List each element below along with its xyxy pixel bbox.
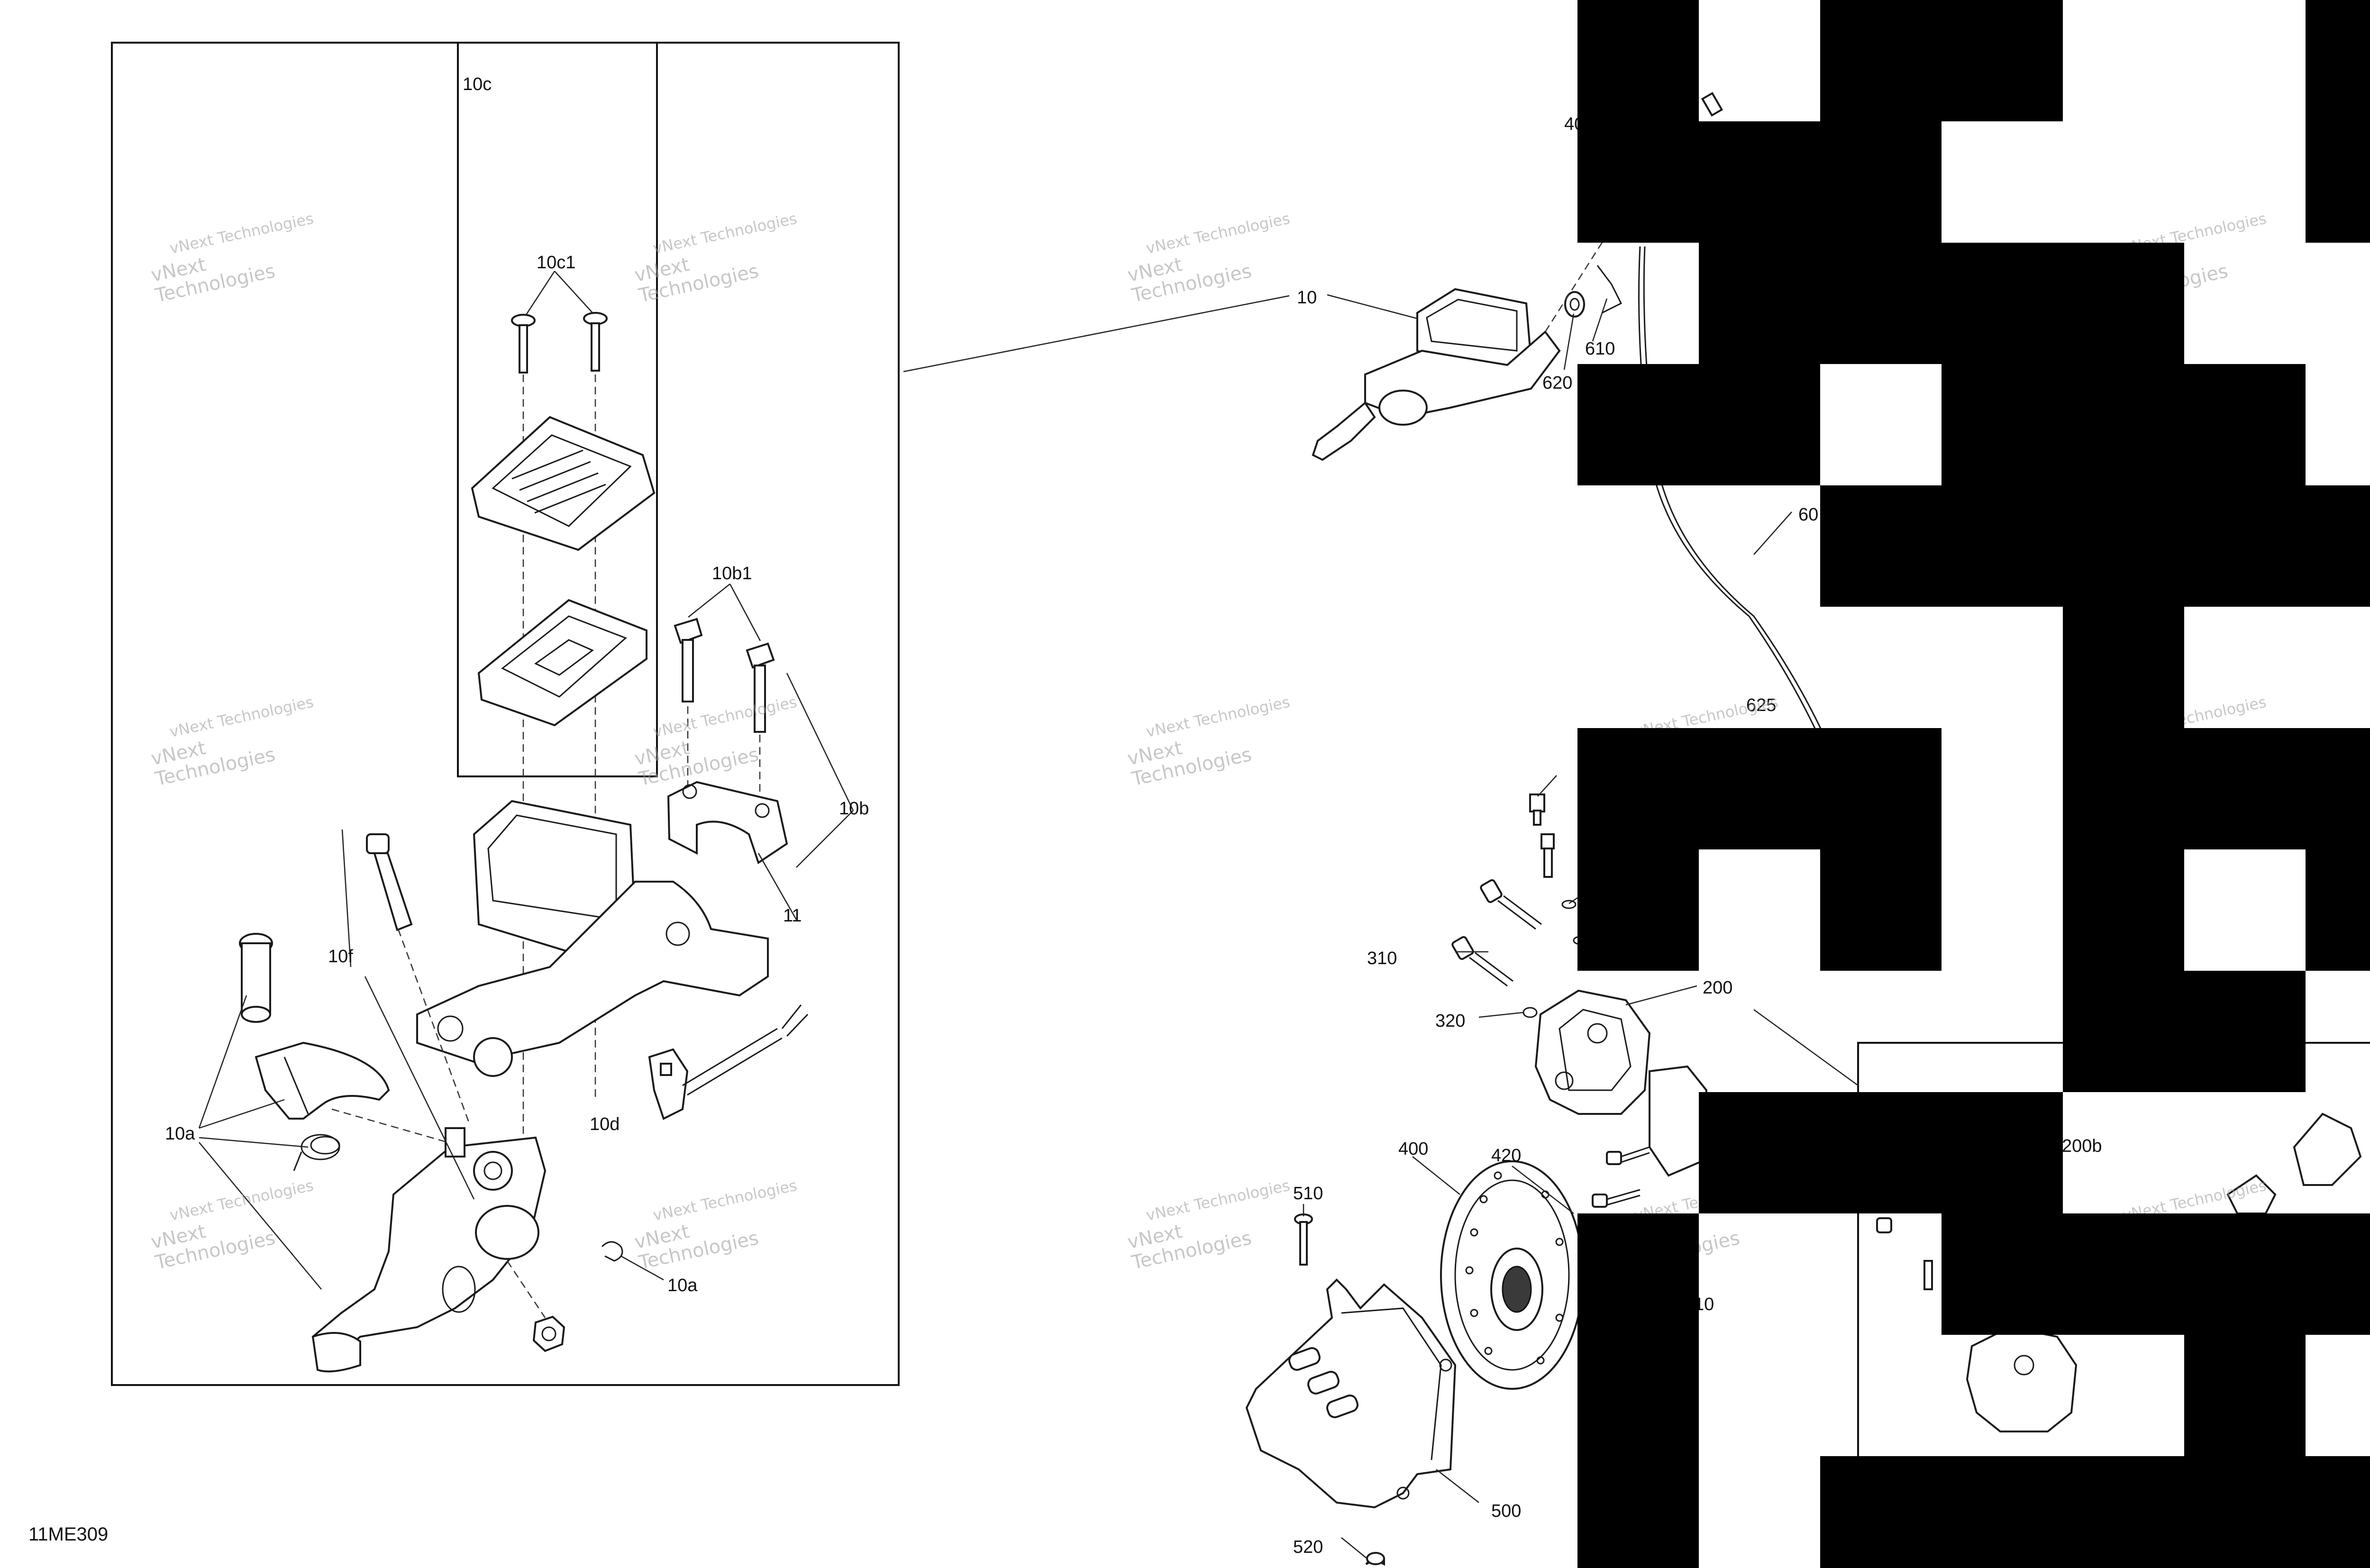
circlip (601, 1241, 623, 1262)
caliper-inset (1966, 1326, 2078, 1432)
caliper-bolt-lower (1451, 936, 1513, 987)
callout-10c: 10c (463, 74, 492, 94)
handlebar-clamp (667, 781, 788, 865)
detail-frame-10c (457, 42, 658, 777)
bleeder-fitting (1540, 833, 1555, 878)
callout-610: 610 (1585, 339, 1615, 359)
callout-320: 320 (1435, 1011, 1465, 1031)
master-cylinder-assembly (1312, 288, 1561, 461)
callout-620: 620 (1542, 373, 1572, 393)
guard-nut-520 (1365, 1552, 1385, 1566)
watermark: vNext Technologies vNextTechnologies (632, 693, 799, 791)
detail-leader-line (903, 295, 1290, 373)
callout-60x: 60 (1798, 505, 1818, 525)
screw-10c1-right (583, 312, 608, 372)
callout-10a-right: 10a (667, 1276, 698, 1295)
washer-320 (1522, 1007, 1538, 1018)
brake-caliper (1534, 989, 1708, 1177)
callout-200: 200 (1703, 978, 1732, 998)
callout-10f: 10f (328, 947, 353, 966)
pivot-pin (239, 933, 273, 1023)
reservoir-cap (471, 416, 656, 551)
callout-10: 10 (1297, 288, 1317, 308)
right-leaders (1303, 294, 1859, 1559)
screw-10c1-left (511, 314, 536, 374)
svg-text:vNextTechnologies: vNextTechnologies (1125, 723, 1254, 791)
watermark: vNext Technologies vNextTechnologies (632, 210, 799, 307)
guard-screw-510 (1294, 1213, 1313, 1266)
svg-text:vNext Technologies: vNext Technologies (651, 1176, 798, 1224)
svg-text:vNextTechnologies: vNextTechnologies (149, 240, 277, 307)
brake-light-switch (648, 1004, 809, 1120)
svg-text:vNextTechnologies: vNextTechnologies (632, 240, 761, 307)
master-cylinder-body (416, 800, 769, 1077)
disc-guard (1245, 1278, 1457, 1509)
callout-500: 500 (1491, 1501, 1521, 1521)
callout-625: 625 (1746, 695, 1776, 715)
reference-code: 11ME309 (28, 1524, 108, 1545)
left-leaders (198, 271, 854, 1290)
callout-10b1: 10b1 (712, 564, 752, 583)
disc-bolt-lower (1592, 1189, 1641, 1208)
callout-310: 310 (1367, 948, 1397, 968)
callout-10b: 10b (839, 799, 869, 819)
lever-bracket (255, 1041, 390, 1120)
callout-11: 11 (783, 906, 802, 926)
svg-text:vNext Technologies: vNext Technologies (168, 693, 315, 741)
svg-text:vNext Technologies: vNext Technologies (1144, 1176, 1291, 1224)
brake-disc (1440, 1160, 1584, 1390)
watermark: vNext Technologies vNextTechnologies (632, 1176, 799, 1274)
svg-text:vNext Technologies: vNext Technologies (1144, 210, 1291, 257)
svg-text:vNext Technologies: vNext Technologies (168, 210, 315, 257)
svg-text:vNextTechnologies: vNextTechnologies (149, 723, 277, 791)
bolt-10b1-right (746, 642, 775, 733)
svg-text:vNext Technologies: vNext Technologies (1144, 693, 1291, 741)
redaction-overlay (1577, 0, 2370, 1568)
callout-520: 520 (1293, 1537, 1323, 1557)
banjo-washer-620 (1564, 291, 1585, 318)
pivot-bolt (366, 833, 413, 931)
callout-labels: 10c 10c1 10b1 10b 11 10f 10a 10d 10a 10 … (28, 74, 2102, 1557)
svg-text:vNextTechnologies: vNextTechnologies (632, 723, 761, 791)
svg-text:vNext Technologies: vNext Technologies (651, 210, 798, 257)
clip-610 (1596, 265, 1623, 314)
callout-10a-left: 10a (165, 1124, 195, 1144)
callout-400: 400 (1398, 1139, 1428, 1159)
watermark: vNext Technologies vNextTechnologies (149, 693, 315, 791)
bolt-10b1-left (674, 618, 703, 702)
disc-bolt-420 (1606, 1146, 1650, 1165)
brake-pads-200b (2226, 1112, 2362, 1214)
caliper-bolt-upper (1480, 879, 1542, 930)
watermark: vNext Technologies vNextTechnologies (1125, 210, 1292, 307)
svg-text:vNextTechnologies: vNextTechnologies (632, 1207, 761, 1274)
callout-420: 420 (1491, 1146, 1521, 1166)
pad-pin-inset (1876, 1217, 1933, 1290)
watermark: vNext Technologies vNextTechnologies (149, 210, 315, 307)
svg-text:vNext Technologies: vNext Technologies (168, 1176, 315, 1224)
lever-spring (293, 1134, 340, 1171)
svg-text:vNext Technologies: vNext Technologies (651, 693, 798, 741)
callout-10c1: 10c1 (537, 253, 575, 273)
callout-10d: 10d (590, 1114, 620, 1134)
banjo-bolt-625 (1529, 793, 1545, 826)
svg-text:vNextTechnologies: vNextTechnologies (149, 1207, 277, 1274)
reservoir-diaphragm (477, 599, 647, 727)
svg-text:vNextTechnologies: vNextTechnologies (1125, 240, 1254, 307)
watermark: vNext Technologies vNextTechnologies (1125, 693, 1292, 791)
svg-text:vNextTechnologies: vNextTechnologies (1125, 1207, 1254, 1274)
watermark: vNext Technologies vNextTechnologies (1125, 1176, 1292, 1274)
callout-510: 510 (1293, 1184, 1323, 1203)
brake-lever (311, 1127, 547, 1373)
hose-bolt-top (1701, 91, 1723, 117)
watermark: vNext Technologies vNextTechnologies (149, 1176, 315, 1274)
lever-nut (532, 1315, 565, 1352)
callout-200b: 200b (2062, 1136, 2102, 1156)
